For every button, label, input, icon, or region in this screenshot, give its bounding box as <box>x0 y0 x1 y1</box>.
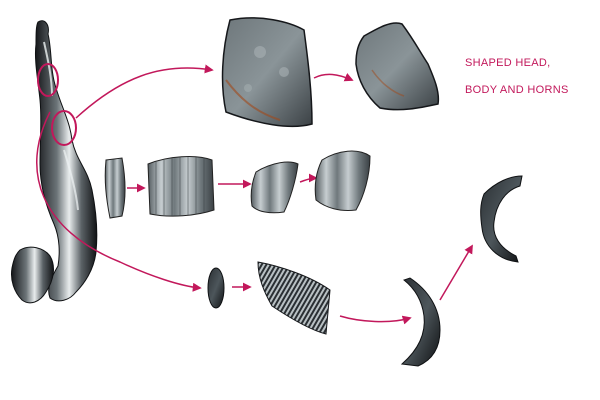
head-piece-raw <box>223 18 312 126</box>
caption-line-1: SHAPED HEAD, <box>465 57 551 69</box>
arrow-curved-to-final <box>300 178 316 182</box>
arrow-head-to-shaped <box>314 74 352 80</box>
caption-line-2: BODY AND HORNS <box>465 84 569 96</box>
body-ribbed-final <box>315 151 370 210</box>
body-ribbed-curved <box>251 162 298 213</box>
horn-disc <box>208 268 224 308</box>
body-piece-small <box>105 158 125 218</box>
horn-curved <box>402 278 440 366</box>
horn-striped-piece <box>258 262 330 334</box>
arrow-horn-to-final-horn <box>440 246 472 300</box>
horn-final <box>481 176 522 262</box>
body-ribbed-block <box>148 157 214 217</box>
arrow-to-head-piece <box>76 68 212 118</box>
arrow-striped-to-horn <box>340 316 410 322</box>
head-piece-shaped <box>356 23 438 110</box>
chrome-figure <box>11 21 96 303</box>
